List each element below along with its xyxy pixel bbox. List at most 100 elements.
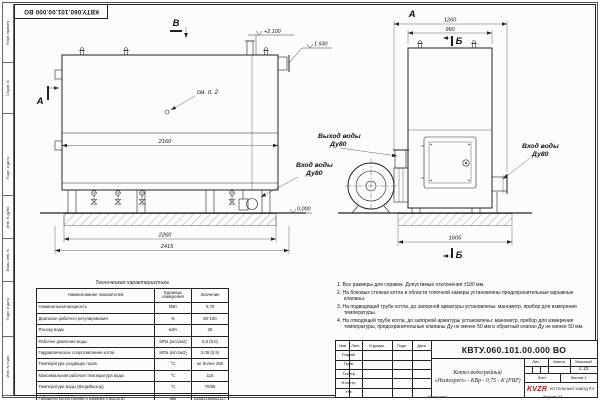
note-1: 1. Все размеры для справок. Допустимые о…: [337, 282, 485, 288]
water-outlet-stub: [394, 149, 407, 169]
drain-valve: [138, 190, 146, 205]
view-label-a: А: [408, 9, 416, 20]
left-stamp-strip: Перв. примен. Справ. N Подп. и дата Инв.…: [2, 4, 14, 396]
boiler-front-view: [338, 40, 532, 226]
water-inlet-dn-label: Ду80: [305, 170, 323, 177]
stamp-gap: [2, 114, 14, 141]
elev-mid: 1.930: [314, 42, 328, 48]
furnace-door-inner: [428, 141, 472, 184]
roof-fitting: [470, 40, 478, 49]
stamp-cell: Перв. примен.: [2, 4, 14, 63]
role-tkontr: Т.контр.: [341, 370, 357, 376]
water-inlet-dn-label-front: Ду80: [531, 151, 549, 158]
leg: [261, 189, 271, 214]
lit-label: Лит.: [532, 358, 540, 364]
roof-fitting: [262, 47, 270, 56]
fan-duct: [393, 167, 409, 203]
door-handle: [462, 159, 470, 167]
leg: [205, 189, 215, 214]
stamp-cell: Подп. и дата: [2, 141, 14, 196]
safety-valve-stack: [246, 40, 254, 56]
side-view-dimensions: 2160 2260 2415: [54, 135, 290, 254]
elev-ground: 0.000: [297, 207, 311, 213]
side-view-elevations: +2.100 1.930 0.000: [248, 29, 332, 214]
drain-valve: [90, 190, 98, 205]
leg: [471, 207, 481, 214]
tech-row: Габариты котла (длина х ширина х высота)…: [36, 392, 229, 400]
section-label-b-top: Б: [456, 36, 463, 47]
water-outlet-dn-label: Ду80: [329, 141, 347, 148]
section-label-b: В: [173, 18, 180, 29]
copied-label: Копировал: [428, 395, 448, 399]
elev-top: +2.100: [264, 29, 281, 35]
leg: [411, 207, 421, 214]
smoke-outlet: [277, 56, 288, 71]
tech-table-title: Техническая характеристика: [95, 280, 169, 286]
foundation-hatch: [397, 213, 513, 226]
role-nkontr: Н.контр.: [341, 379, 357, 385]
col-list: Лист: [351, 342, 360, 348]
sheet-inner-frame: [14, 4, 596, 396]
front-view-dimensions: 1260 960 1605: [393, 18, 513, 246]
note-3: 3. На подводящей трубе котла, до запорно…: [337, 303, 577, 317]
dim-2260: 2260: [158, 233, 172, 239]
foundation-hatch: [63, 213, 277, 226]
pump-body: [238, 198, 249, 211]
roof-fitting: [122, 47, 130, 56]
roof-fitting: [78, 47, 86, 56]
mass-label: Масса: [553, 358, 565, 364]
scale-label: Масштаб: [575, 358, 592, 364]
section-label-b-bottom: Б: [456, 250, 463, 261]
stamp-cell: Инв. N подл.: [2, 337, 14, 396]
tech-row: Диапазон рабочего регулирования%50-100: [36, 312, 229, 326]
col-izm: Изм: [338, 342, 347, 348]
boiler-side-view: [40, 40, 306, 226]
stamp-cell: Подп. и дата: [2, 282, 14, 337]
dim-1605: 1605: [449, 236, 462, 242]
note-2: 2. На боковых стенках котла в области то…: [337, 289, 574, 303]
section-label-a: А: [36, 96, 44, 107]
sheet-label: Лист: [537, 374, 547, 380]
roof-fitting: [416, 40, 424, 49]
role-prov: Пров.: [343, 361, 355, 367]
leg: [67, 189, 77, 214]
note-4: 4. На отводящей трубе котла, до запорной…: [337, 317, 584, 331]
water-inlet-label-front: Вход воды: [522, 142, 559, 150]
sheets-label: Листов 1: [570, 374, 587, 380]
boiler-body-front: [407, 47, 493, 209]
col-data: Дата: [417, 342, 426, 348]
title-block: Изм Лист N докум. Подп. Дата Разраб. Про…: [335, 340, 598, 398]
tech-table: Наименование показателей Единицы измерен…: [36, 287, 229, 400]
explosion-valve-mark: [164, 109, 170, 115]
col-podp: Подп.: [396, 342, 408, 348]
notes-block: 1. Все размеры для справок. Допустимые о…: [337, 282, 591, 332]
water-outlet-label: Выход воды: [318, 132, 361, 140]
col-ndokum: N докум.: [369, 342, 385, 348]
stamp-cell: Взам. инв. N: [2, 239, 14, 282]
role-utv: Утв.: [345, 389, 353, 395]
side-view-annotations: А В см. п. 2 Вход воды Ду80: [36, 18, 333, 198]
leg: [136, 189, 146, 214]
stamp-cell: Инв. N дубл.: [2, 196, 14, 239]
tech-characteristics: Техническая характеристика Наименование …: [36, 280, 229, 400]
title-block-doc-number: КВТУ.060.101.00.000 ВО: [461, 344, 567, 355]
dim-1260: 1260: [444, 18, 457, 24]
pump-motor: [246, 198, 258, 210]
side-flange: [54, 140, 63, 151]
company-name: КОТЕЛЬНЫЙ ЗАВОД РЭ: [550, 387, 595, 392]
product-name: Котел водогрейный «Heatexpert» - КВр - 0…: [434, 369, 521, 384]
dim-2160: 2160: [158, 139, 172, 145]
role-razrab: Разраб.: [341, 351, 356, 357]
boiler-body-side: [61, 54, 279, 191]
front-view-annotations: А Б Б Выход воды Ду80 Вход воды Ду80: [318, 9, 559, 261]
side-flange: [54, 69, 63, 80]
company-cell: KVZR КОТЕЛЬНЫЙ ЗАВОД РЭ: [524, 382, 597, 397]
water-inlet-label: Вход воды: [296, 161, 333, 169]
dim-2415: 2415: [160, 244, 174, 250]
